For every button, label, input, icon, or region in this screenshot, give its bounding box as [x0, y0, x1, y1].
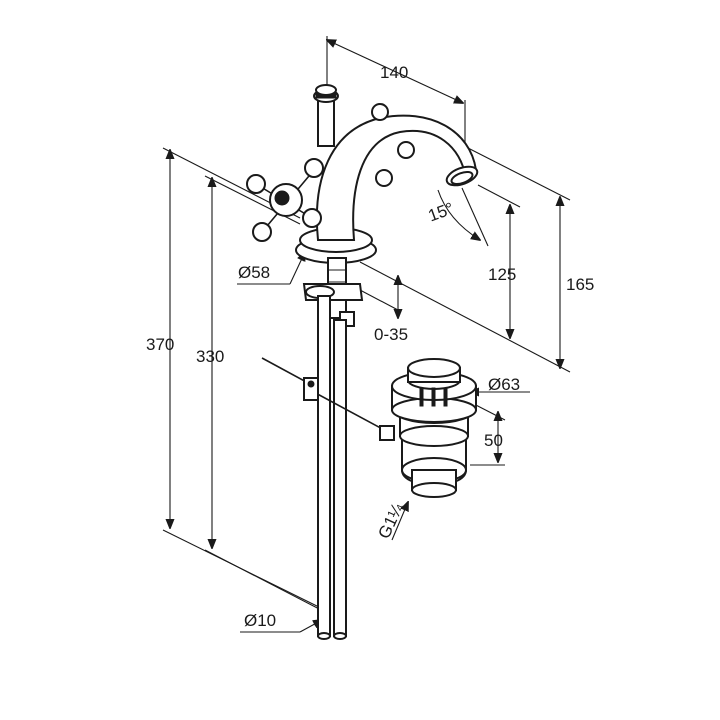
dim-spout-height-label: 125	[488, 265, 516, 284]
dim-drain-height-label: 50	[484, 431, 503, 450]
dim-base-diameter-label: Ø58	[238, 263, 270, 282]
dim-rod-height-label: 330	[196, 347, 224, 366]
popup-linkage	[261, 357, 395, 441]
dim-rod-diameter-label: Ø10	[244, 611, 276, 630]
dim-clamp-range-label: 0-35	[374, 325, 408, 344]
dim-drain-diameter-label: Ø63	[488, 375, 520, 394]
dim-thread-label: G1¼	[374, 500, 407, 542]
dim-overall-height-label: 370	[146, 335, 174, 354]
dimension-lines	[162, 36, 571, 633]
dim-total-height-label: 165	[566, 275, 594, 294]
dim-width-label: 140	[380, 63, 408, 82]
faucet-body	[246, 84, 479, 640]
cross-handle	[246, 158, 324, 242]
dim-angle-label: 15°	[426, 199, 457, 226]
drain-assembly	[391, 358, 477, 498]
